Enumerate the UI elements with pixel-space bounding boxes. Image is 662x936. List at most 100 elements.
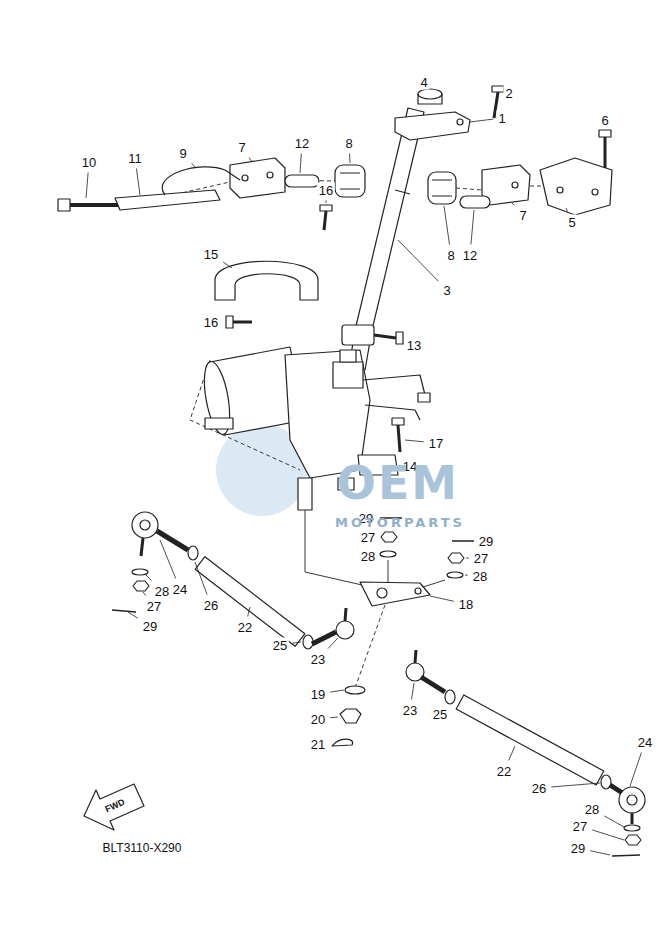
diagram-code: BLT3110-X290 [101, 841, 184, 855]
leader-line [398, 240, 438, 281]
stud [141, 538, 143, 556]
callout-number: 24 [636, 735, 654, 750]
callout-number: 27 [359, 530, 377, 545]
tie-rod [456, 695, 604, 785]
cotter-pin [452, 540, 474, 542]
watermark: MOTORPARTS [333, 515, 467, 530]
leader-line [566, 208, 568, 212]
callout-number: 25 [271, 638, 289, 653]
forward-arrow [84, 784, 144, 830]
callout-number: 11 [126, 151, 144, 166]
column-ring [395, 190, 410, 194]
leader-line [349, 154, 350, 164]
callout-number: 22 [236, 620, 254, 635]
cotter-pin [612, 855, 640, 856]
bolt-head [392, 418, 404, 425]
callout-number: 6 [599, 113, 610, 128]
leader-line [509, 746, 515, 761]
bolt [324, 211, 326, 230]
callout-number: 16 [317, 183, 335, 198]
callout-number: 7 [517, 208, 528, 223]
mount-ear [205, 418, 233, 429]
callout-number: 24 [171, 582, 189, 597]
bolt [398, 425, 400, 452]
bolt-head [226, 316, 233, 328]
bolt-head [492, 86, 504, 92]
leader-line [86, 173, 88, 199]
leader-line [630, 753, 641, 787]
stud [631, 813, 634, 824]
leader-line [326, 201, 327, 204]
callout-number: 27 [472, 551, 490, 566]
rod-end-ball [140, 520, 150, 530]
callout-number: 23 [309, 652, 327, 667]
bolt-head [396, 332, 403, 344]
callout-number: 5 [566, 215, 577, 230]
bracket-hole [267, 172, 273, 178]
bolt-head [320, 205, 332, 211]
bracket [230, 158, 285, 198]
watermark: OEM [335, 459, 461, 507]
callout-number: 13 [405, 338, 423, 353]
nut [381, 532, 397, 542]
gear-case [333, 362, 363, 388]
washer [447, 572, 463, 578]
lock-plate [115, 190, 220, 210]
bolt [374, 335, 396, 338]
callout-number: 29 [141, 619, 159, 634]
rod-end [336, 621, 354, 639]
steering-column [356, 108, 424, 330]
motor-end [200, 360, 235, 437]
bushing [428, 172, 456, 204]
rod-end-ball [627, 795, 637, 805]
leader-line [223, 262, 232, 268]
leader-line [160, 540, 176, 579]
thread [157, 531, 188, 550]
wire-clip [162, 167, 240, 195]
thread [421, 677, 445, 692]
arm-hole [377, 588, 387, 598]
guide-lines [128, 180, 548, 688]
callout-number: 28 [583, 802, 601, 817]
leader-line [604, 816, 624, 827]
callout-number: 9 [177, 146, 188, 161]
leader-line [330, 690, 344, 692]
callout-number: 28 [471, 569, 489, 584]
leader-line [470, 119, 493, 122]
clamp-hole [457, 119, 463, 125]
rod-end [619, 787, 645, 813]
leader-line [136, 169, 140, 196]
callout-number: 29 [569, 841, 587, 856]
callout-number: 12 [293, 136, 311, 151]
nut [188, 546, 198, 560]
washer [380, 551, 396, 557]
callout-number: 3 [441, 283, 452, 298]
leader-line [328, 638, 338, 649]
output-spline [298, 478, 312, 510]
washer [132, 569, 148, 575]
plate-hole [592, 189, 598, 195]
callout-number: 19 [309, 687, 327, 702]
collar [460, 196, 490, 208]
leader-line [444, 206, 450, 245]
callout-number: 29 [477, 534, 495, 549]
bushing-ridge [340, 173, 360, 189]
callout-number: 12 [461, 248, 479, 263]
leader-line [471, 210, 474, 245]
leader-line [412, 683, 414, 700]
leader-line [590, 851, 610, 855]
nut [448, 553, 464, 563]
mount-plate [540, 158, 612, 215]
leader-line [146, 575, 152, 581]
leader-line [292, 642, 301, 643]
motor-cover [215, 261, 318, 300]
callout-number: 8 [343, 136, 354, 151]
bushing [335, 165, 365, 197]
leader-line [300, 154, 301, 174]
yoke [342, 325, 374, 345]
leader-line [195, 562, 207, 595]
nut [133, 581, 149, 591]
callout-number: 23 [401, 703, 419, 718]
stud [415, 650, 416, 663]
